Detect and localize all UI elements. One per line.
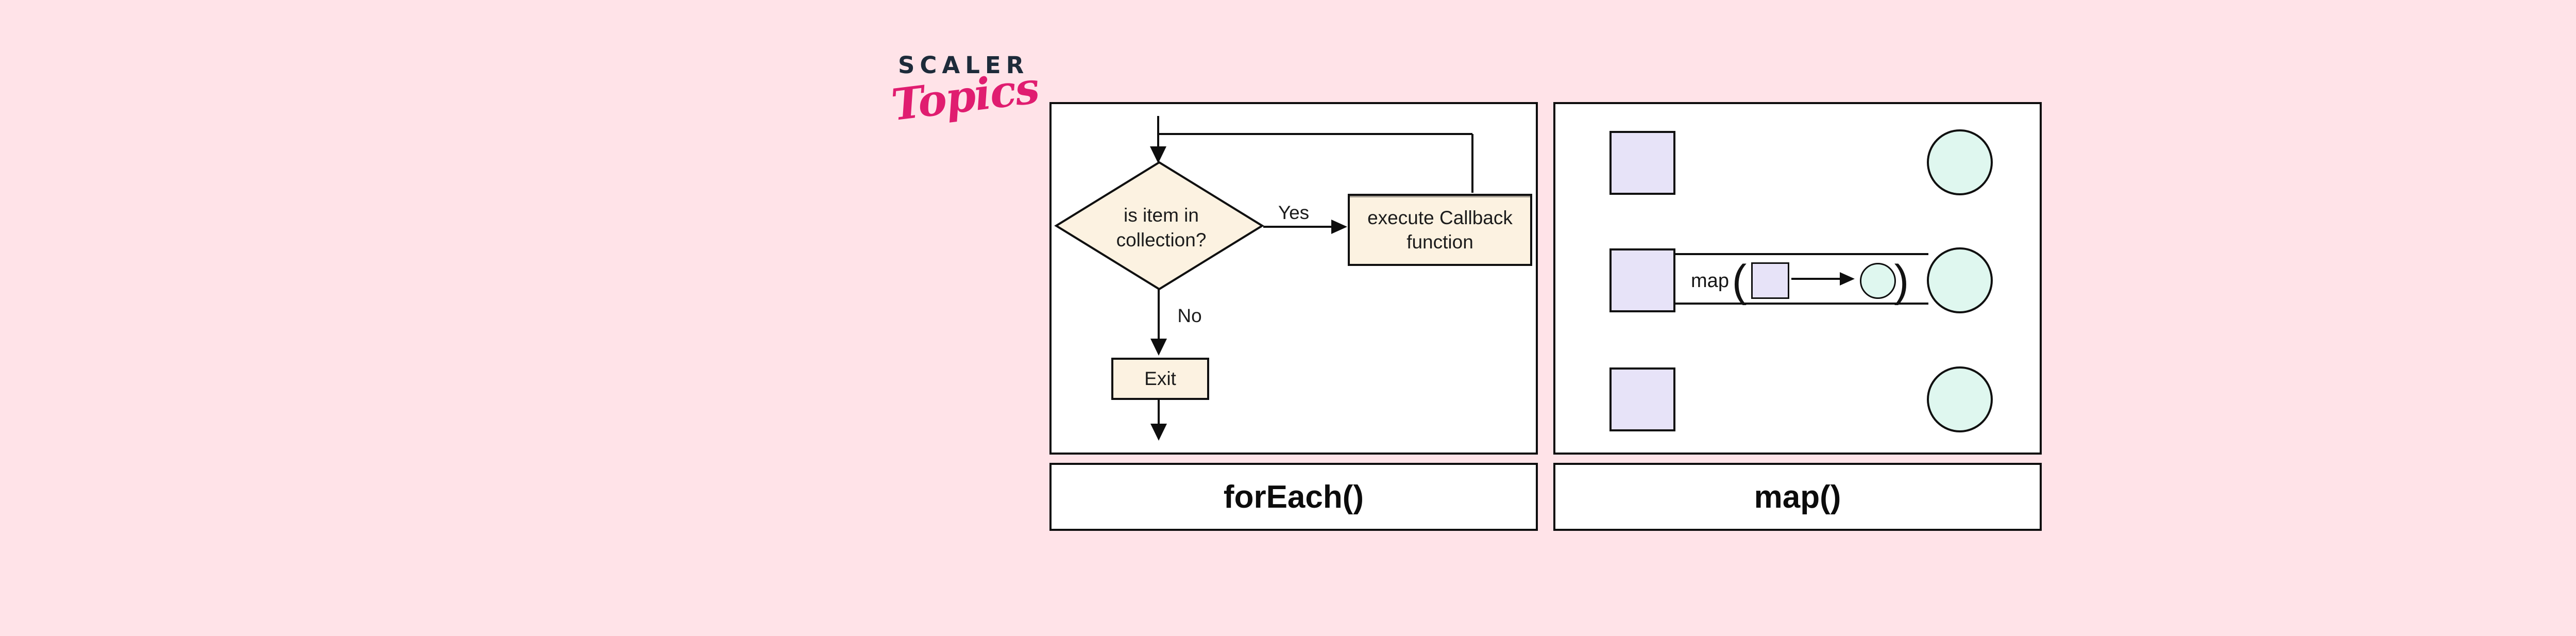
map-function-label: map	[1691, 270, 1729, 292]
input-square	[1609, 131, 1675, 195]
map-diagram-connectors	[1673, 253, 1928, 305]
callback-line1: execute Callback	[1367, 207, 1513, 228]
callback-line2: function	[1406, 231, 1473, 253]
mini-input-square	[1751, 262, 1789, 299]
map-caption: map()	[1754, 479, 1841, 515]
map-diagram-panel: map ( )	[1553, 102, 2042, 455]
scaler-topics-logo: SCALER Topics	[889, 52, 1043, 149]
decision-line2: collection?	[1116, 229, 1207, 250]
foreach-flowchart-connectors	[1054, 116, 1473, 441]
mini-output-circle	[1860, 263, 1896, 299]
no-edge-label: No	[1177, 305, 1202, 326]
execute-callback-node: execute Callback function	[1348, 194, 1532, 266]
arrow-right-icon	[1331, 220, 1347, 234]
output-circle	[1927, 247, 1993, 313]
close-paren: )	[1894, 256, 1909, 306]
decision-node-text: is item in collection?	[1058, 164, 1264, 291]
foreach-caption: forEach()	[1223, 479, 1364, 515]
arrow-down-icon	[1150, 339, 1167, 356]
exit-node: Exit	[1111, 358, 1209, 400]
arrow-down-icon	[1150, 424, 1167, 441]
foreach-caption-box: forEach()	[1049, 463, 1538, 531]
open-paren: (	[1732, 256, 1747, 306]
arrow-right-icon	[1840, 272, 1855, 286]
output-circle	[1927, 366, 1993, 432]
exit-node-text: Exit	[1144, 368, 1176, 390]
input-square	[1609, 367, 1675, 431]
callback-node-text: execute Callback function	[1367, 206, 1513, 255]
yes-edge-label: Yes	[1278, 202, 1310, 223]
input-square	[1609, 248, 1675, 312]
output-circle	[1927, 129, 1993, 195]
arrow-down-icon	[1150, 146, 1166, 163]
logo-brand-text: SCALER	[898, 52, 1029, 79]
map-caption-box: map()	[1553, 463, 2042, 531]
foreach-flowchart-panel: is item in collection? Yes No execute Ca…	[1049, 102, 1538, 455]
decision-line1: is item in	[1124, 204, 1199, 226]
